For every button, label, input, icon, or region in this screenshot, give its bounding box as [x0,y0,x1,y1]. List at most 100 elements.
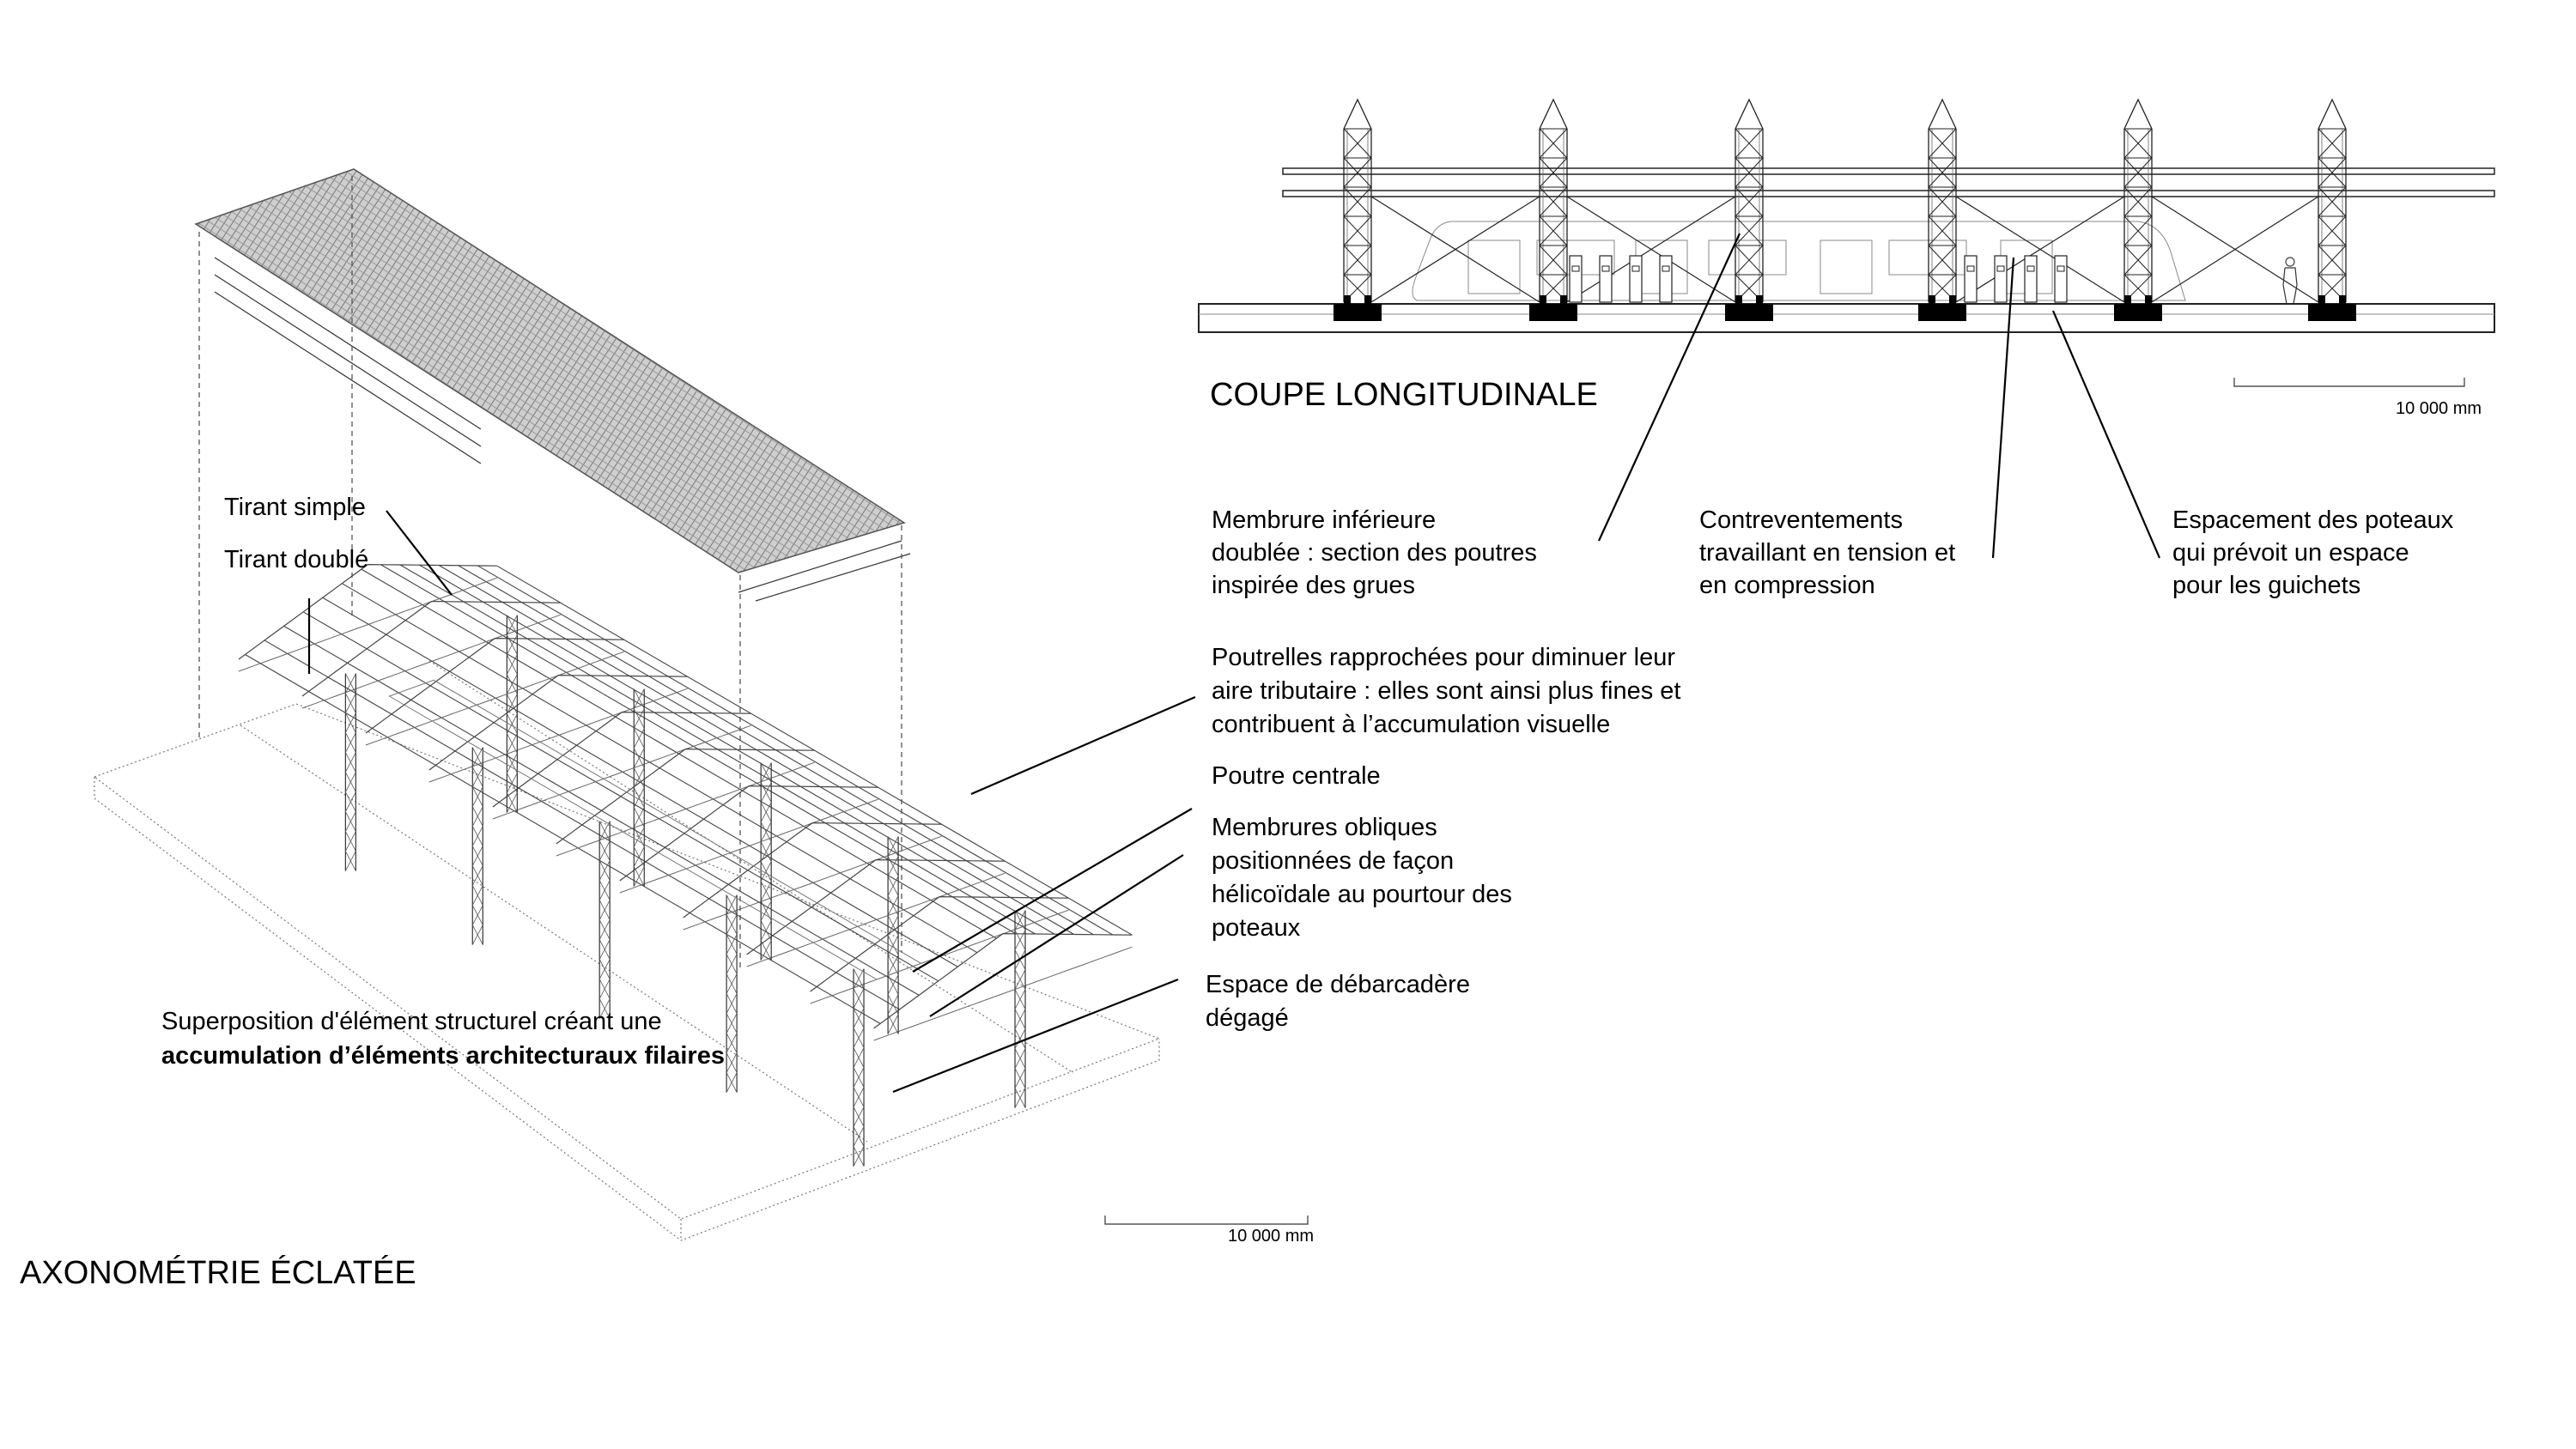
column-lacing [1928,157,1957,188]
column-lacing [1014,1068,1026,1088]
annotation-line: inspirée des grues [1212,572,1415,599]
column-tip [1343,98,1372,130]
section-title: COUPE LONGITUDINALE [1210,377,1598,413]
annotation-line: contribuent à l’accumulation visuelle [1212,711,1610,738]
column-lacing [853,1067,865,1088]
column-footing [2114,304,2162,321]
frame-lower-chord [492,724,751,820]
platform-slab-axo [93,660,1161,1241]
column-lacing [726,914,738,935]
ticket-gate-body [1659,255,1673,303]
column-lacing [598,959,611,979]
column-lacing [633,827,645,847]
column-lacing [345,673,356,694]
leader-espacement [2051,310,2161,559]
column-lacing [1014,1009,1026,1029]
brace-diagonal [1566,196,1736,303]
ticket-gate [1964,255,1978,303]
leader-debarcadere [892,978,1179,1094]
transverse-frame [810,895,1069,992]
column-lacing [2318,245,2347,276]
frame-lower-chord [873,946,1133,1041]
label-tirant-simple: Tirant simple [224,494,366,521]
column-lacing [1343,157,1372,188]
ticket-gate-body [1964,255,1978,303]
column-base-plate [1540,295,1546,304]
ticket-gate-screen [1601,265,1610,272]
roof-structure-trusses [238,563,1133,1167]
column-lacing [853,1047,865,1068]
column-lacing [507,634,518,655]
ticket-gate-body [1569,255,1583,303]
column-lacing [726,1052,738,1073]
leader-poutre-centrale [912,808,1193,973]
column-lacing [2123,186,2153,217]
column-lacing [760,881,772,901]
annotation-espacement: Espacement des poteaux qui prévoit un es… [2172,506,2454,599]
column-lacing [760,782,772,803]
ticket-gate [1599,255,1613,303]
platform-slab [1198,303,2495,333]
column-base-plate [1929,295,1935,304]
column-lacing [507,654,518,675]
column-lacing [1735,128,1764,159]
column-lacing [887,895,899,916]
column-lacing [1539,128,1568,159]
column-lacing [1014,910,1026,931]
column-lacing [507,674,518,694]
column-base-plate [1735,295,1742,304]
column-lacing [726,973,738,994]
bracing-diagonals [1370,196,2319,303]
column-lacing [760,762,772,783]
column-lacing [1735,245,1764,276]
ticket-gates [1569,255,2068,303]
longitudinal-section-drawing [1198,98,2495,333]
annotation-line: hélicoïdale au pourtour des [1212,881,1512,908]
column-lacing [853,1146,865,1167]
column-lacing [726,1072,738,1093]
column-lacing [507,753,518,773]
column-base-plate [2339,295,2346,304]
lattice-column [2308,98,2356,321]
label-tirant-double: Tirant doublé [224,546,368,573]
column-lacing [471,767,483,787]
column-lacing [345,732,356,753]
column-lacing [1928,186,1957,217]
column-base-plate [2124,295,2131,304]
transverse-frame [365,637,624,734]
column-lacing [507,615,518,635]
column-lacing [726,954,738,974]
ticket-gate-screen [2057,265,2065,272]
annotation-line: Membrures obliques [1212,814,1437,841]
column-tip [2318,98,2347,130]
explosion-dashed-lines [198,176,902,970]
annotation-membrure: Membrure inférieure doublée : section de… [1212,506,1537,599]
column-tip [1928,98,1957,130]
annotation-membrures-obliques: Membrures obliques positionnées de façon… [1212,814,1512,942]
column-lacing [2123,157,2153,188]
column-lacing [345,831,356,852]
leader-membrure [1597,233,1741,542]
frame-lower-chord [746,872,1005,967]
column-lacing [633,728,645,749]
column-lacing [471,925,483,945]
column-lacing [2318,128,2347,159]
ticket-gate-screen [1996,265,2005,272]
column-lacing [598,900,611,920]
ticket-gate-body [1994,255,2008,303]
column-tip [1539,98,1568,130]
column-base-plate [1560,295,1567,304]
leader-membrures-obliques [929,854,1184,1017]
column-base-plate [1364,295,1371,304]
annotation-line: travaillant en tension et [1699,539,1955,567]
ticket-gate-screen [1571,265,1580,272]
column-lacing [598,821,611,841]
column-lacing [471,865,483,886]
column-lacing [633,748,645,768]
column-lacing [1014,989,1026,1009]
column-lacing [1014,969,1026,990]
column-lacing [2318,215,2347,246]
column-lacing [1014,1048,1026,1069]
column-lacing [760,861,772,882]
column-lacing [887,915,899,936]
